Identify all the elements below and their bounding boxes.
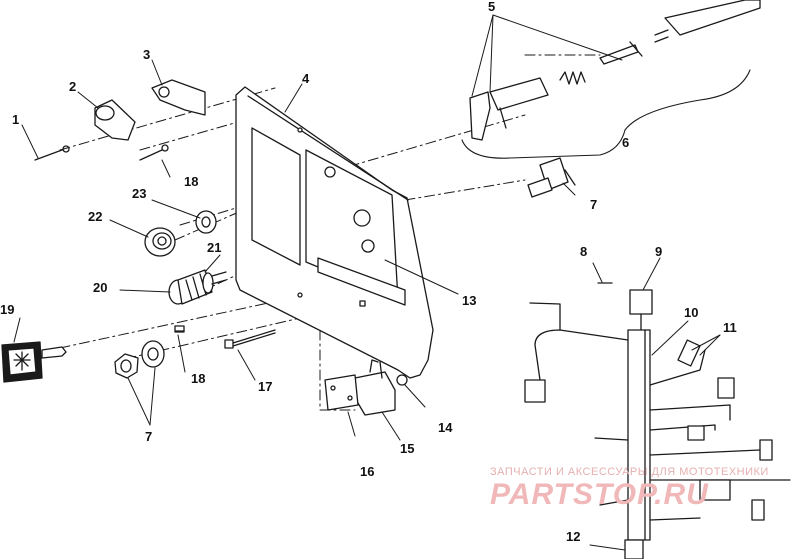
callout-12: 12 xyxy=(566,529,581,544)
part-5-pin xyxy=(599,41,643,65)
watermark-caption: ЗАПЧАСТИ И АКСЕССУАРЫ ДЛЯ МОТОТЕХНИКИ xyxy=(490,466,769,478)
callout-10: 10 xyxy=(684,305,699,320)
callout-13: 13 xyxy=(462,293,477,308)
callout-7-lock: 7 xyxy=(145,429,153,444)
part-5-connector xyxy=(469,77,549,141)
part-20-ignition-switch xyxy=(168,269,214,305)
callout-20: 20 xyxy=(93,280,108,295)
callout-6: 6 xyxy=(622,135,630,150)
part-18-screw-top xyxy=(139,144,169,161)
part-7-toggle-switch xyxy=(527,157,576,198)
part-17-screw xyxy=(224,329,276,349)
part-2-bracket xyxy=(94,99,136,141)
part-7-lock-nut xyxy=(114,353,139,379)
part-18-screw-bottom xyxy=(174,325,185,333)
part-5-spring xyxy=(559,71,586,85)
part-21-terminals xyxy=(211,271,227,285)
watermark-logo: PARTSTOP.RU xyxy=(490,478,709,511)
part-19-key xyxy=(1,341,67,383)
callout-11: 11 xyxy=(723,320,737,335)
callout-7-switch: 7 xyxy=(590,197,598,212)
part-6-bracket-curve xyxy=(461,69,751,159)
callout-22: 22 xyxy=(88,209,103,224)
part-14-nut xyxy=(396,374,408,386)
callout-9: 9 xyxy=(655,244,663,259)
leader-lines xyxy=(13,14,721,551)
part-3-plate xyxy=(151,79,206,116)
callout-18-bottom: 18 xyxy=(191,371,206,386)
callout-2: 2 xyxy=(69,79,77,94)
part-6-harness-end xyxy=(654,0,761,43)
callout-15: 15 xyxy=(400,441,415,456)
callout-5: 5 xyxy=(488,0,496,14)
mounting-panel xyxy=(235,86,434,379)
callout-16: 16 xyxy=(360,464,375,479)
part-1-screw xyxy=(34,145,70,161)
wiring-harness xyxy=(524,282,791,559)
part-15-clamp xyxy=(354,359,396,416)
callout-18-top: 18 xyxy=(184,174,199,189)
callout-8: 8 xyxy=(580,244,588,259)
part-22-nut xyxy=(144,227,176,257)
callout-19: 19 xyxy=(0,302,15,317)
callout-3: 3 xyxy=(143,47,151,62)
callout-23: 23 xyxy=(132,186,147,201)
callout-1: 1 xyxy=(12,112,20,127)
callout-21: 21 xyxy=(207,240,222,255)
part-7-lock-washer xyxy=(141,340,165,368)
callout-4: 4 xyxy=(302,71,310,86)
callout-14: 14 xyxy=(438,420,453,435)
callout-17: 17 xyxy=(258,379,273,394)
part-16-plate xyxy=(324,374,359,411)
part-23-washer xyxy=(195,210,217,234)
